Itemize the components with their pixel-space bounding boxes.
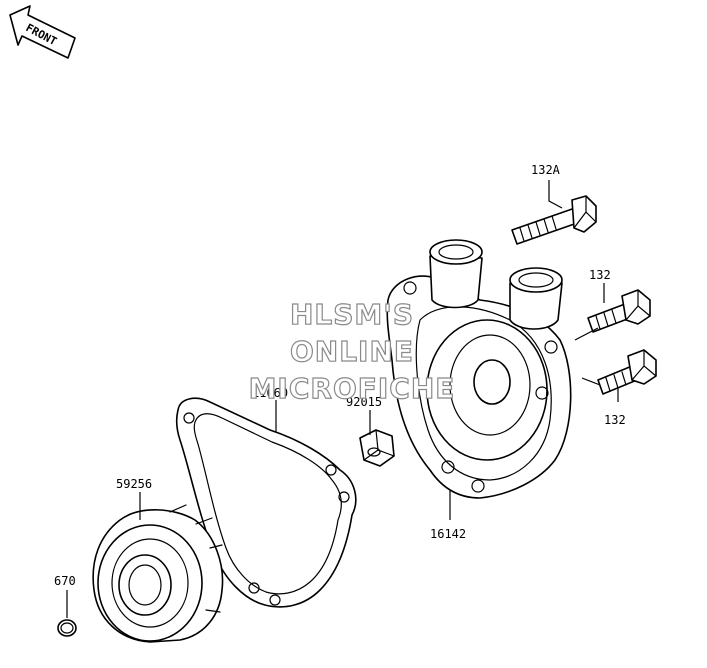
watermark-line-1: HLSM'S <box>290 298 414 331</box>
callout-670: 670 <box>54 574 76 588</box>
callout-59256: 59256 <box>116 477 152 491</box>
front-direction-arrow: FRONT <box>9 5 76 59</box>
nut-92015 <box>359 429 395 467</box>
bolt-132-lower <box>597 349 657 395</box>
callout-132-middle: 132 <box>589 268 611 282</box>
watermark: HLSM'S ONLINE MICROFICHE <box>248 297 456 405</box>
bolt-132-middle <box>587 289 651 333</box>
gasket-11060 <box>175 397 357 608</box>
callout-11060: 11060 <box>252 386 288 400</box>
callout-132-lower: 132 <box>604 413 626 427</box>
leader-lines <box>66 180 619 618</box>
water-pump-cover-16142 <box>386 239 572 499</box>
callout-16142: 16142 <box>430 527 466 541</box>
watermark-line-2: ONLINE <box>290 335 414 368</box>
callout-132a: 132A <box>531 163 561 177</box>
callout-92015: 92015 <box>346 395 382 409</box>
impeller-59256 <box>92 504 224 643</box>
oring-670 <box>57 619 77 637</box>
bolt-132a <box>511 195 597 245</box>
watermark-line-3: MICROFICHE <box>249 372 456 405</box>
